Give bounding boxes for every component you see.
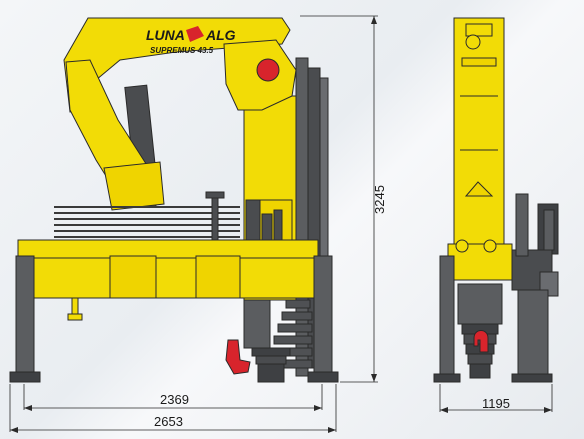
hook-red xyxy=(225,339,251,375)
inner-arm xyxy=(65,59,165,211)
control-valves xyxy=(205,191,283,247)
dimension-height-label: 3245 xyxy=(372,185,387,214)
brand-left: LUNA xyxy=(146,27,185,43)
outrigger-left xyxy=(9,255,41,383)
elevation-view xyxy=(9,17,339,383)
dimension-overall-width-label: 2653 xyxy=(154,414,183,429)
dimension-lines xyxy=(9,15,553,432)
side-leg-left xyxy=(439,255,455,379)
brand-lockup: LUNA ALG SUPREMUS 43.5 xyxy=(146,26,236,55)
brand-mark-icon xyxy=(186,26,204,42)
dimension-side-width-label: 1195 xyxy=(482,396,510,411)
brand-right: ALG xyxy=(205,27,236,43)
column-cylinder-stack xyxy=(265,299,313,369)
lifting-hook-small xyxy=(67,297,83,321)
model-name: SUPREMUS 43.5 xyxy=(150,46,214,55)
outrigger-right xyxy=(307,255,339,383)
dimension-outrigger-span-label: 2369 xyxy=(160,392,189,407)
base-frame xyxy=(17,239,319,299)
logo-badge xyxy=(256,58,280,82)
side-view xyxy=(433,17,559,383)
side-stabiliser xyxy=(511,193,559,383)
hose-bundle xyxy=(54,206,240,238)
dimension-ticks xyxy=(10,16,552,433)
side-hook-icon xyxy=(473,330,489,353)
side-column xyxy=(453,17,505,259)
slew-base xyxy=(243,299,291,383)
